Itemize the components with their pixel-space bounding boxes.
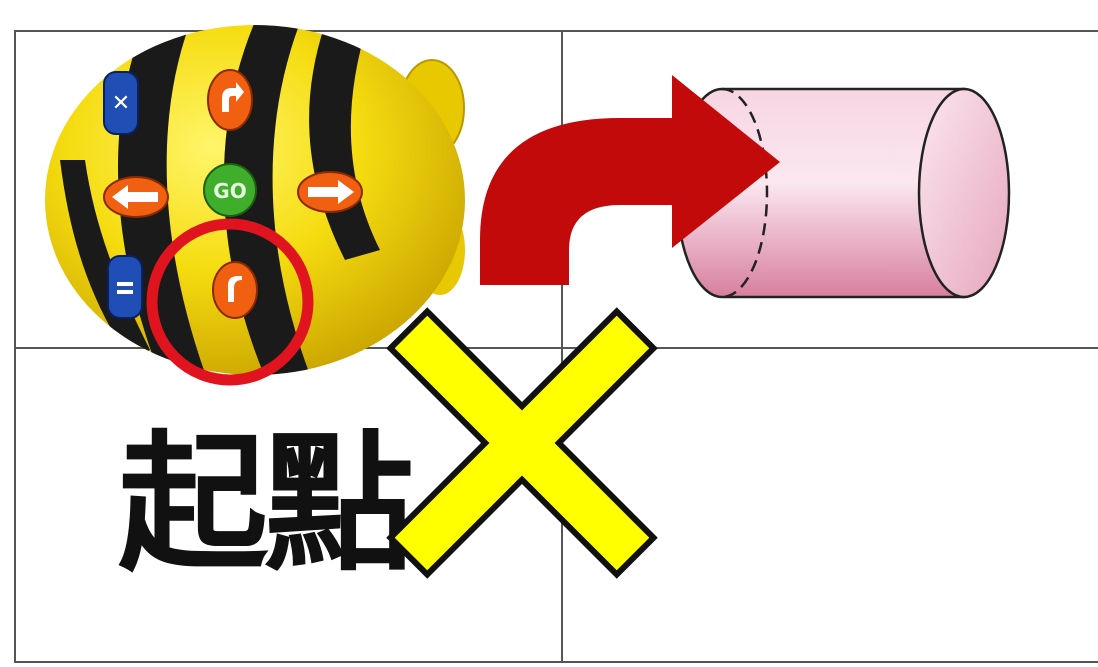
- grid-line-top: [14, 30, 1098, 32]
- grid-line-center: [561, 30, 563, 663]
- grid-line-left: [14, 30, 16, 663]
- left-button: [103, 176, 169, 218]
- close-icon: ✕: [112, 91, 130, 116]
- cylinder-cap: [917, 87, 1011, 299]
- yellow-cross-icon: [386, 307, 658, 579]
- go-label: GO: [213, 179, 246, 203]
- right-button: [297, 171, 363, 213]
- bee-bot-robot: ✕ GO: [45, 25, 465, 386]
- backward-button: [212, 261, 258, 319]
- pause-icon: [117, 282, 133, 286]
- turn-arrow: [480, 75, 780, 285]
- left-arrow-icon: [112, 185, 158, 209]
- go-button: GO: [203, 163, 257, 217]
- right-arrow-icon: [308, 180, 354, 204]
- turn-button: [207, 69, 253, 131]
- backward-arrow-icon: [228, 276, 242, 302]
- cylinder-hidden-edge: [721, 87, 769, 299]
- grid-line-bottom: [14, 661, 1098, 663]
- turn-arrow-icon: [222, 82, 244, 112]
- highlight-circle: [146, 218, 314, 386]
- start-label: 起點: [118, 418, 414, 592]
- grid-line-middle: [14, 347, 1098, 349]
- pause-button: [107, 255, 143, 319]
- close-button: ✕: [103, 71, 139, 135]
